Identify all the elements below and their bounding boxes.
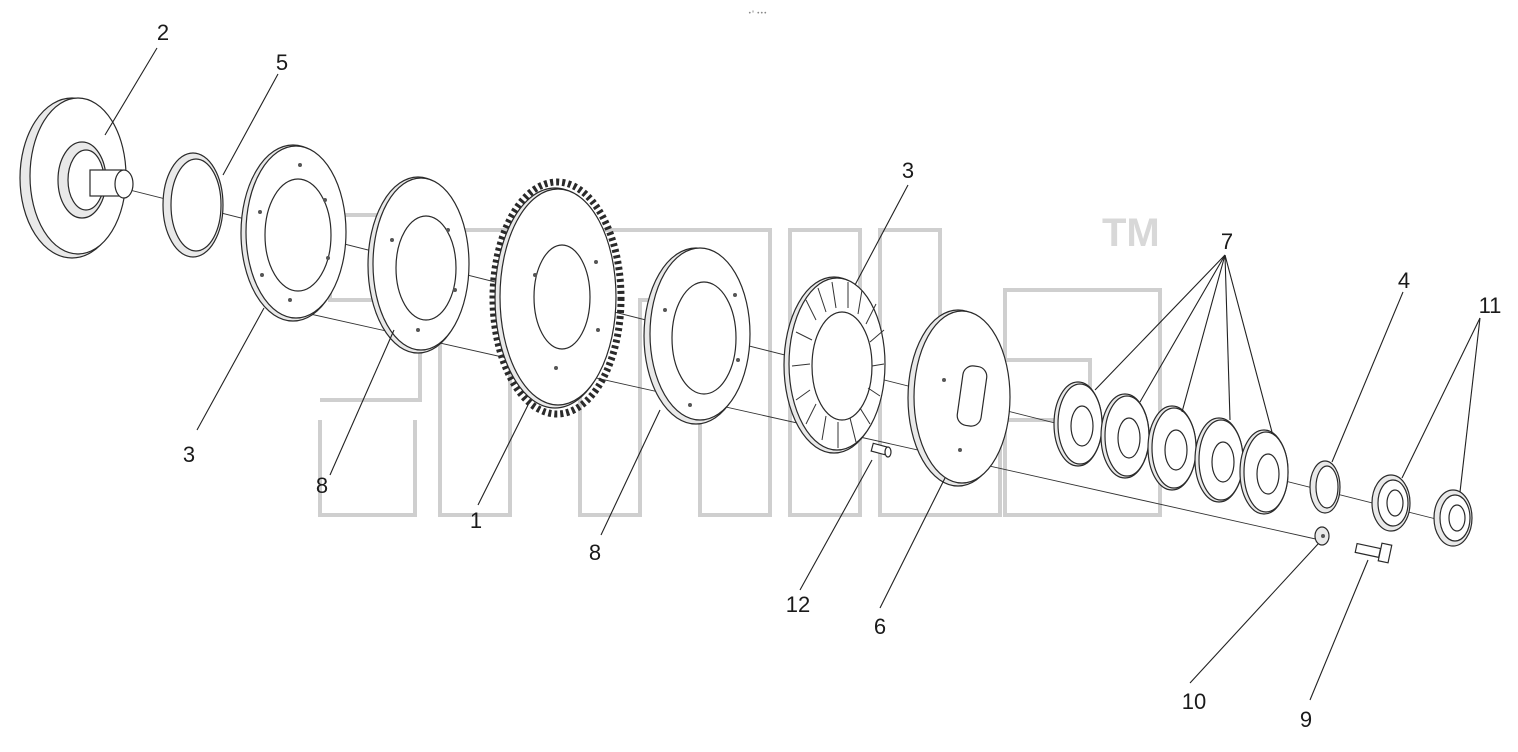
- callout-11: 11: [1479, 293, 1502, 318]
- part-2-hub: [19, 97, 134, 259]
- callout-6: 6: [874, 614, 886, 639]
- part-6-pressure-plate: [907, 309, 1011, 487]
- callout-3-right: 3: [902, 158, 914, 183]
- callout-2: 2: [157, 20, 169, 45]
- part-3-friction-disc-right: [783, 276, 886, 454]
- callout-5: 5: [276, 50, 288, 75]
- part-3-disc-left: [240, 144, 347, 322]
- callout-12: 12: [786, 592, 810, 617]
- watermark-tm: TM: [1102, 211, 1160, 255]
- callout-9: 9: [1300, 707, 1312, 732]
- callout-3-left: 3: [183, 442, 195, 467]
- part-8-plate-right: [643, 247, 751, 425]
- part-9-bolt: [1354, 542, 1393, 564]
- part-5-ring: [162, 152, 224, 258]
- part-10-small-nut: [1314, 526, 1330, 546]
- part-11-nuts: [1371, 474, 1473, 547]
- part-8-plate-left: [367, 176, 470, 354]
- callout-4: 4: [1398, 268, 1410, 293]
- callout-10: 10: [1182, 689, 1206, 714]
- part-7-washers: [1053, 381, 1289, 515]
- callout-8-right: 8: [589, 540, 601, 565]
- leader-lines: [104, 47, 1481, 701]
- callout-labels: 2 5 3 8 1 8 3 12 6 7 4 11 10 9: [157, 20, 1502, 732]
- part-1-sprocket: [489, 178, 625, 418]
- header-text: •° •••: [748, 10, 767, 17]
- callout-1: 1: [470, 508, 482, 533]
- callout-8-left: 8: [316, 473, 328, 498]
- part-12-bolt: [870, 442, 892, 458]
- callout-7: 7: [1221, 229, 1233, 254]
- part-4-small-ring: [1309, 460, 1341, 514]
